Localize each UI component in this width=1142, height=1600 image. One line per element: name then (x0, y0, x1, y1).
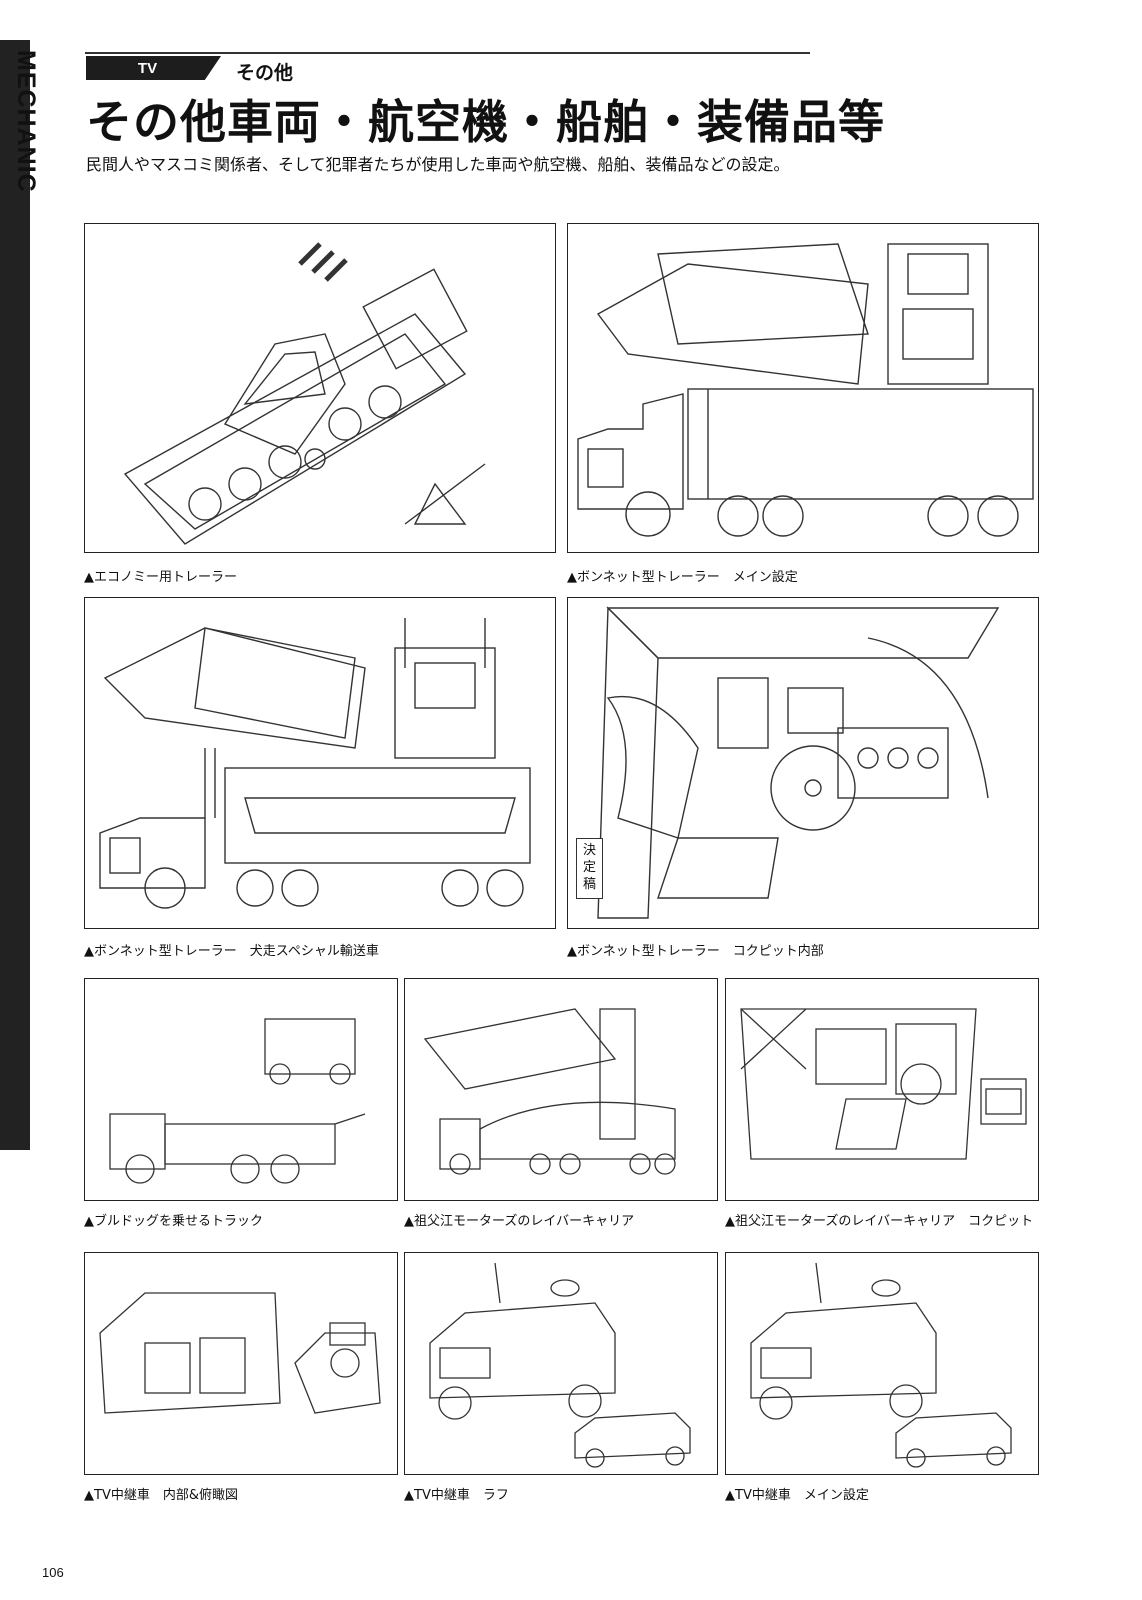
bulldog-truck-sketch (109, 1018, 366, 1184)
caption-tv-van-rough: ▲TV中継車 ラフ (404, 1488, 509, 1503)
caption-inubashiri-transporter: ▲ボンネット型トレーラー 犬走スペシャル輸送車 (84, 944, 379, 959)
illustration-bonnet-trailer-main (567, 223, 1039, 553)
illustration-tv-van-main (725, 1252, 1039, 1475)
caption-bonnet-cockpit: ▲ボンネット型トレーラー コクピット内部 (567, 944, 824, 959)
illustration-sobue-labor-carrier (404, 978, 718, 1201)
sobue-labor-carrier-sketch (423, 1008, 676, 1175)
page-number: 106 (42, 1565, 64, 1580)
side-tab (0, 40, 30, 1150)
category-tag-label: TV (137, 59, 158, 77)
illustration-inubashiri-transporter (84, 597, 556, 929)
approval-stamp: 決 定 稿 (576, 838, 604, 899)
inubashiri-transporter-sketch (99, 618, 531, 909)
caption-sobue-labor-carrier: ▲祖父江モーターズのレイバーキャリア (404, 1214, 635, 1229)
illustration-bulldog-truck (84, 978, 398, 1201)
bonnet-cockpit-sketch (597, 606, 1000, 919)
page-title: その他車両・航空機・船舶・装備品等 (86, 95, 885, 149)
bonnet-trailer-main-sketch (577, 243, 1034, 537)
caption-economy-trailer: ▲エコノミー用トレーラー (84, 570, 237, 585)
caption-bonnet-trailer-main: ▲ボンネット型トレーラー メイン設定 (567, 570, 798, 585)
caption-sobue-carrier-cockpit: ▲祖父江モーターズのレイバーキャリア コクピット (725, 1214, 1034, 1229)
caption-tv-van-interior: ▲TV中継車 内部&俯瞰図 (84, 1488, 238, 1503)
caption-tv-van-main: ▲TV中継車 メイン設定 (725, 1488, 869, 1503)
tv-van-main-sketch (750, 1262, 1012, 1468)
category-tag: TV (86, 56, 221, 80)
sobue-carrier-cockpit-sketch (740, 1008, 1027, 1160)
side-label: MECHANIC (12, 50, 40, 193)
illustration-sobue-carrier-cockpit (725, 978, 1039, 1201)
illustration-economy-trailer (84, 223, 556, 553)
header-rule (85, 52, 810, 54)
caption-bulldog-truck: ▲ブルドッグを乗せるトラック (84, 1214, 263, 1229)
tv-van-rough-sketch (429, 1262, 691, 1468)
tv-van-interior-sketch (99, 1292, 381, 1414)
page-description: 民間人やマスコミ関係者、そして犯罪者たちが使用した車両や航空機、船舶、装備品など… (86, 155, 790, 174)
subcategory-label: その他 (236, 62, 294, 84)
illustration-tv-van-interior (84, 1252, 398, 1475)
economy-trailer-sketch (123, 242, 486, 545)
illustration-bonnet-cockpit: 決 定 稿 (567, 597, 1039, 929)
illustration-tv-van-rough (404, 1252, 718, 1475)
